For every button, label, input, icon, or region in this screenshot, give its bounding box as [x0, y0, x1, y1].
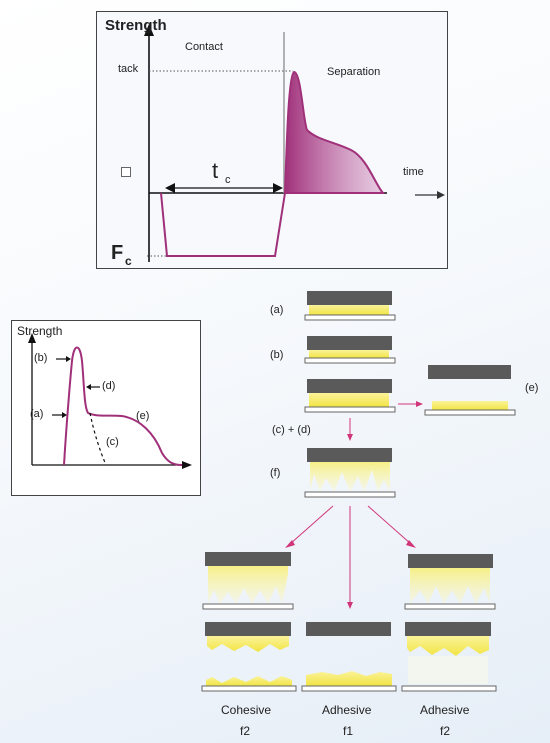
stage-f-label: (f): [270, 467, 281, 479]
stage-a-schematic: [304, 291, 396, 321]
cohesive-stage2-top-residue: [207, 636, 289, 652]
stage-cd-probe: [307, 379, 392, 393]
adhesive-f2-stage2-substrate: [401, 685, 497, 692]
stage-f-probe: [307, 448, 392, 462]
top-plot-frame: Strength Contact Separation tack t c tim…: [96, 11, 448, 269]
failure-mode-adhesive-f1-code: f1: [343, 724, 354, 738]
cohesive-stage1-fibrils: [208, 566, 288, 604]
cohesive-stage2-substrate: [201, 685, 297, 692]
stage-a-probe: [307, 291, 392, 305]
small-square-icon: [121, 167, 131, 177]
arrow-to-cohesive-head: [285, 540, 295, 548]
tc-subscript: c: [225, 174, 231, 186]
cohesive-stage2: [201, 622, 297, 692]
stage-f-fibrils: [310, 462, 390, 492]
stage-b-probe: [307, 336, 392, 350]
top-y-axis-arrow: [144, 24, 154, 36]
separation-label: Separation: [327, 66, 381, 78]
failure-mode-adhesive-f2-code: f2: [440, 724, 451, 738]
inset-y-axis-arrow: [28, 333, 36, 343]
failure-mode-adhesive-f1-name: Adhesive: [322, 703, 372, 717]
arrow-to-cohesive: [289, 505, 334, 545]
compression-curve: [160, 192, 286, 257]
tc-arrow-right: [273, 183, 283, 193]
stage-b-label: (b): [270, 349, 284, 361]
stage-a-label: (a): [270, 304, 284, 316]
adhesive-f2-stage2-clear-zone: [408, 656, 488, 684]
cohesive-stage1: [202, 552, 294, 610]
tack-label: tack: [118, 63, 139, 75]
stage-cd-schematic: [304, 379, 396, 413]
marker-d-arrowhead: [86, 384, 91, 390]
arrow-to-f-head: [347, 434, 353, 441]
stage-e-schematic: [424, 365, 516, 416]
adhesive-f2-stage2: [401, 622, 497, 692]
adhesive-f2-stage1-fibrils: [410, 568, 490, 604]
fc-subscript: c: [125, 254, 132, 268]
stage-b-adhesive: [309, 350, 389, 358]
stage-f-schematic: [304, 448, 396, 498]
stage-cd-adhesive: [309, 393, 389, 407]
inset-x-axis-arrow: [182, 461, 192, 469]
adhesive-f2-stage1-substrate: [404, 603, 496, 610]
time-label: time: [403, 166, 424, 178]
stage-e-probe: [428, 365, 511, 379]
cohesive-stage2-probe: [205, 622, 291, 636]
adhesive-f2-stage1: [404, 554, 496, 610]
arrow-to-adhesive-f1-head: [347, 602, 353, 609]
marker-b-arrowhead: [66, 356, 71, 362]
failure-mode-cohesive-name: Cohesive: [221, 703, 272, 717]
time-arrow-head: [437, 191, 445, 199]
cohesive-stage1-substrate: [202, 603, 294, 610]
stage-b-substrate: [304, 357, 396, 364]
inset-cohesive-dashed: [89, 412, 107, 466]
top-y-axis-label: Strength: [105, 17, 167, 34]
contact-label: Contact: [185, 41, 223, 53]
stage-e-adhesive: [432, 401, 508, 410]
stage-e-label: (e): [525, 382, 539, 394]
inset-plot-svg: [28, 333, 192, 469]
inset-marker-d: (d): [102, 380, 116, 392]
inset-plot-frame: Strength (b) (a) (d) (e) (c): [11, 320, 201, 496]
marker-a-arrowhead: [62, 412, 67, 418]
adhesive-f2-stage2-residue: [407, 636, 489, 656]
tc-label: t: [212, 158, 219, 183]
inset-y-axis-label: Strength: [17, 324, 63, 338]
adhesive-f1-residue: [306, 671, 392, 686]
failure-mode-adhesive-f2-name: Adhesive: [420, 703, 470, 717]
adhesive-f1-probe: [306, 622, 391, 636]
arrow-to-e-head: [416, 401, 423, 407]
fc-label: F: [111, 242, 124, 264]
adhesive-f2-stage1-probe: [408, 554, 493, 568]
inset-marker-e: (e): [136, 410, 150, 422]
stage-a-adhesive: [309, 305, 389, 315]
arrow-to-adhesive-f2: [367, 505, 412, 545]
cohesive-stage1-probe: [205, 552, 291, 566]
stage-cd-substrate: [304, 406, 396, 413]
stage-f-substrate: [304, 491, 396, 498]
stage-cd-label: (c) + (d): [272, 424, 311, 436]
arrow-to-adhesive-f2-head: [406, 540, 416, 548]
separation-peak-fill: [283, 70, 386, 194]
stage-e-substrate: [424, 409, 516, 416]
stage-b-schematic: [304, 336, 396, 364]
adhesive-f1-stage: [301, 622, 397, 692]
cohesive-stage2-bottom-residue: [206, 676, 292, 686]
tc-arrow-left: [165, 183, 175, 193]
stage-a-substrate: [304, 314, 396, 321]
inset-marker-b: (b): [34, 352, 48, 364]
adhesive-f1-substrate: [301, 685, 397, 692]
failure-mode-cohesive-code: f2: [240, 724, 251, 738]
inset-marker-c: (c): [106, 436, 119, 448]
top-plot-svg: [144, 24, 445, 262]
inset-strength-curve: [63, 346, 183, 466]
inset-marker-a: (a): [30, 408, 44, 420]
adhesive-f2-stage2-probe: [405, 622, 491, 636]
